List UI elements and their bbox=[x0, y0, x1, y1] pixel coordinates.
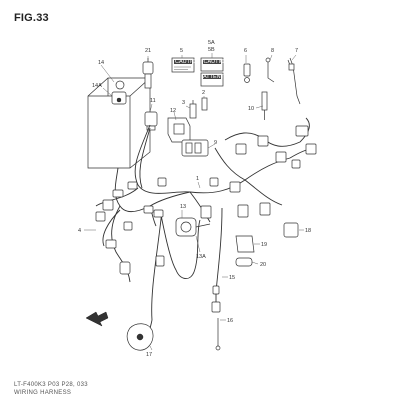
callout-15: 15 bbox=[229, 275, 235, 281]
starter-relay-13 bbox=[175, 217, 211, 237]
callout-1: 1 bbox=[196, 176, 199, 182]
callout-21: 21 bbox=[145, 48, 151, 54]
callout-14: 14 bbox=[98, 60, 104, 66]
leader-lines bbox=[84, 53, 304, 351]
callout-5: 5 bbox=[180, 48, 183, 54]
callout-2: 2 bbox=[202, 90, 205, 96]
cable-tie-7 bbox=[287, 57, 301, 105]
caution-decal: CAUTION bbox=[171, 57, 200, 73]
lead-16 bbox=[215, 318, 221, 351]
clamp-8 bbox=[265, 57, 275, 83]
callout-14a: 14A bbox=[92, 83, 102, 89]
callout-20: 20 bbox=[260, 262, 266, 268]
front-direction-arrow-icon bbox=[85, 311, 109, 327]
ignition-switch-panel bbox=[87, 77, 151, 169]
relay-18 bbox=[283, 222, 299, 238]
holder-12 bbox=[167, 117, 191, 143]
callout-4: 4 bbox=[78, 228, 81, 234]
callout-5b: 5B bbox=[208, 47, 215, 53]
callout-19: 19 bbox=[261, 242, 267, 248]
callout-13: 13 bbox=[180, 204, 186, 210]
figure-title: FIG.33 bbox=[14, 12, 49, 24]
callout-17: 17 bbox=[146, 352, 152, 358]
relay-11 bbox=[144, 111, 158, 131]
clamp-10 bbox=[261, 91, 268, 120]
cover-19 bbox=[235, 235, 255, 253]
callout-7: 7 bbox=[295, 48, 298, 54]
clamp-6 bbox=[243, 63, 251, 83]
bracket-2 bbox=[201, 97, 208, 111]
callout-18: 18 bbox=[305, 228, 311, 234]
callout-6: 6 bbox=[244, 48, 247, 54]
cap-20 bbox=[235, 257, 253, 267]
callout-labels: 14 14A 21 5 5A 5B 6 8 7 10 11 12 3 2 9 1… bbox=[78, 40, 311, 358]
model-code: LT-F400K3 P03 P28, 033 bbox=[14, 382, 88, 388]
callout-13a: 13A bbox=[196, 254, 206, 260]
ignition-key bbox=[142, 58, 154, 89]
bracket-3 bbox=[189, 100, 197, 119]
callout-5a: 5A bbox=[208, 40, 215, 46]
attention-decals: CAUTION ATTENTION bbox=[200, 57, 234, 87]
harness-end-17 bbox=[126, 319, 154, 351]
callout-11: 11 bbox=[150, 98, 156, 104]
callout-9: 9 bbox=[214, 140, 217, 146]
attention-decal-text-a: CAUTION bbox=[204, 59, 229, 65]
fuse-box-9 bbox=[181, 139, 216, 157]
callout-10: 10 bbox=[248, 106, 254, 112]
harness-connectors bbox=[95, 125, 317, 275]
sensor-15 bbox=[211, 285, 221, 313]
callout-16: 16 bbox=[227, 318, 233, 324]
callout-3: 3 bbox=[182, 100, 185, 106]
callout-8: 8 bbox=[271, 48, 274, 54]
callout-12: 12 bbox=[170, 108, 176, 114]
figure-caption: WIRING HARNESS bbox=[14, 390, 72, 396]
caution-decal-text: CAUTION bbox=[175, 59, 200, 65]
attention-decal-text-b: ATTENTION bbox=[203, 74, 234, 80]
